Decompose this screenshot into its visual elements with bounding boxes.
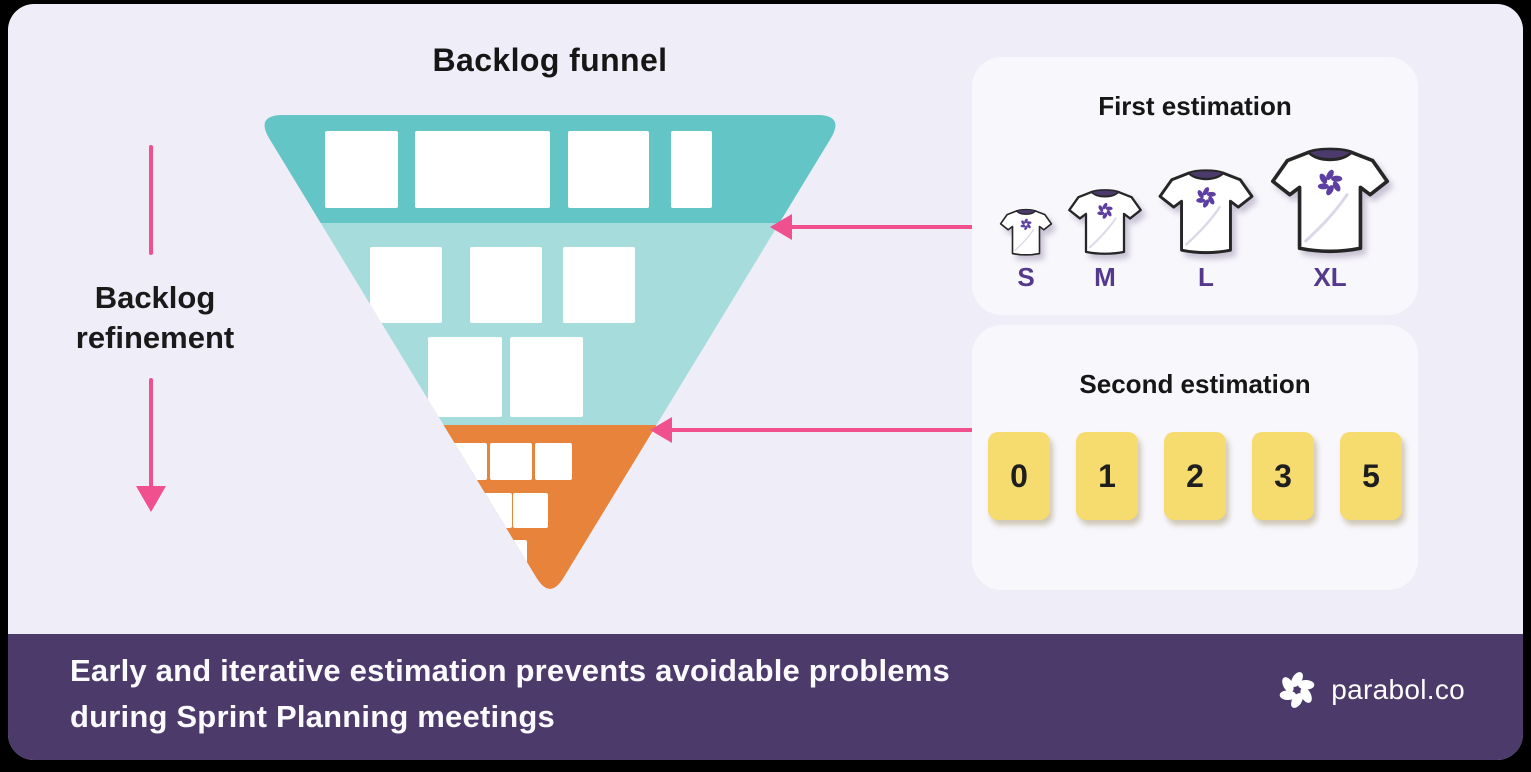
backlog-item-card xyxy=(490,540,527,573)
backlog-refinement-label-line1: Backlog xyxy=(94,280,216,315)
tshirt-size-label: S xyxy=(1017,262,1035,292)
first-estimation-card: First estimation S M L XL xyxy=(972,57,1418,315)
second-estimation-title: Second estimation xyxy=(1079,369,1311,399)
estimation-value-card-5: 5 xyxy=(1340,432,1402,520)
parabol-logo-icon xyxy=(1279,672,1315,708)
backlog-item-card xyxy=(568,131,649,208)
backlog-item-card xyxy=(445,443,487,480)
tshirt-size-s: S xyxy=(999,208,1053,293)
infographic-canvas: Backlog funnel Backlog refinement First … xyxy=(8,4,1523,760)
tshirt-size-l: L xyxy=(1157,168,1255,293)
tshirt-size-xl: XL xyxy=(1269,146,1391,293)
first-estimation-title: First estimation xyxy=(1098,91,1292,121)
estimation-value-card-3: 3 xyxy=(1252,432,1314,520)
tshirt-size-m: M xyxy=(1067,188,1143,293)
backlog-item-card xyxy=(370,247,442,323)
footer-banner: Early and iterative estimation prevents … xyxy=(8,634,1523,760)
estimation-value-card-0: 0 xyxy=(988,432,1050,520)
brand-lockup: parabol.co xyxy=(1275,668,1465,712)
backlog-item-card xyxy=(535,443,572,480)
tshirt-size-label: M xyxy=(1094,262,1116,292)
footer-headline-line1: Early and iterative estimation prevents … xyxy=(70,653,950,688)
second-estimation-arrow-line xyxy=(670,428,973,432)
backlog-item-card xyxy=(472,493,512,528)
tshirt-icon xyxy=(1068,189,1142,255)
backlog-refinement-label-line2: refinement xyxy=(75,320,235,355)
estimation-value-card-1: 1 xyxy=(1076,432,1138,520)
tshirt-icon xyxy=(999,208,1053,256)
second-estimation-arrow-head xyxy=(650,417,672,443)
backlog-item-card xyxy=(490,443,532,480)
tshirt-size-label: L xyxy=(1198,262,1214,292)
tshirt-icon xyxy=(1158,169,1254,255)
backlog-refinement-label: Backlog refinement xyxy=(30,278,280,358)
refinement-arrow-upper-segment xyxy=(149,145,153,255)
tshirt-sizes-row: S M L XL xyxy=(972,146,1418,293)
backlog-item-card xyxy=(671,131,712,208)
estimation-value-card-2: 2 xyxy=(1164,432,1226,520)
backlog-item-card xyxy=(563,247,635,323)
footer-headline: Early and iterative estimation prevents … xyxy=(70,648,950,740)
brand-name: parabol.co xyxy=(1331,674,1465,705)
backlog-item-card xyxy=(510,337,583,417)
tshirt-size-label: XL xyxy=(1313,262,1347,292)
backlog-item-card xyxy=(325,131,398,208)
refinement-arrow-down-head xyxy=(136,486,166,512)
footer-headline-line2: during Sprint Planning meetings xyxy=(70,699,555,734)
backlog-item-card xyxy=(428,337,502,417)
tshirt-icon xyxy=(1270,147,1390,254)
refinement-arrow-lower-segment xyxy=(149,378,153,488)
backlog-item-card xyxy=(470,247,542,323)
first-estimation-arrow-line xyxy=(790,225,973,229)
page-title: Backlog funnel xyxy=(432,42,668,78)
first-estimation-arrow-head xyxy=(770,214,792,240)
backlog-item-card xyxy=(513,493,548,528)
backlog-item-card xyxy=(415,131,550,208)
